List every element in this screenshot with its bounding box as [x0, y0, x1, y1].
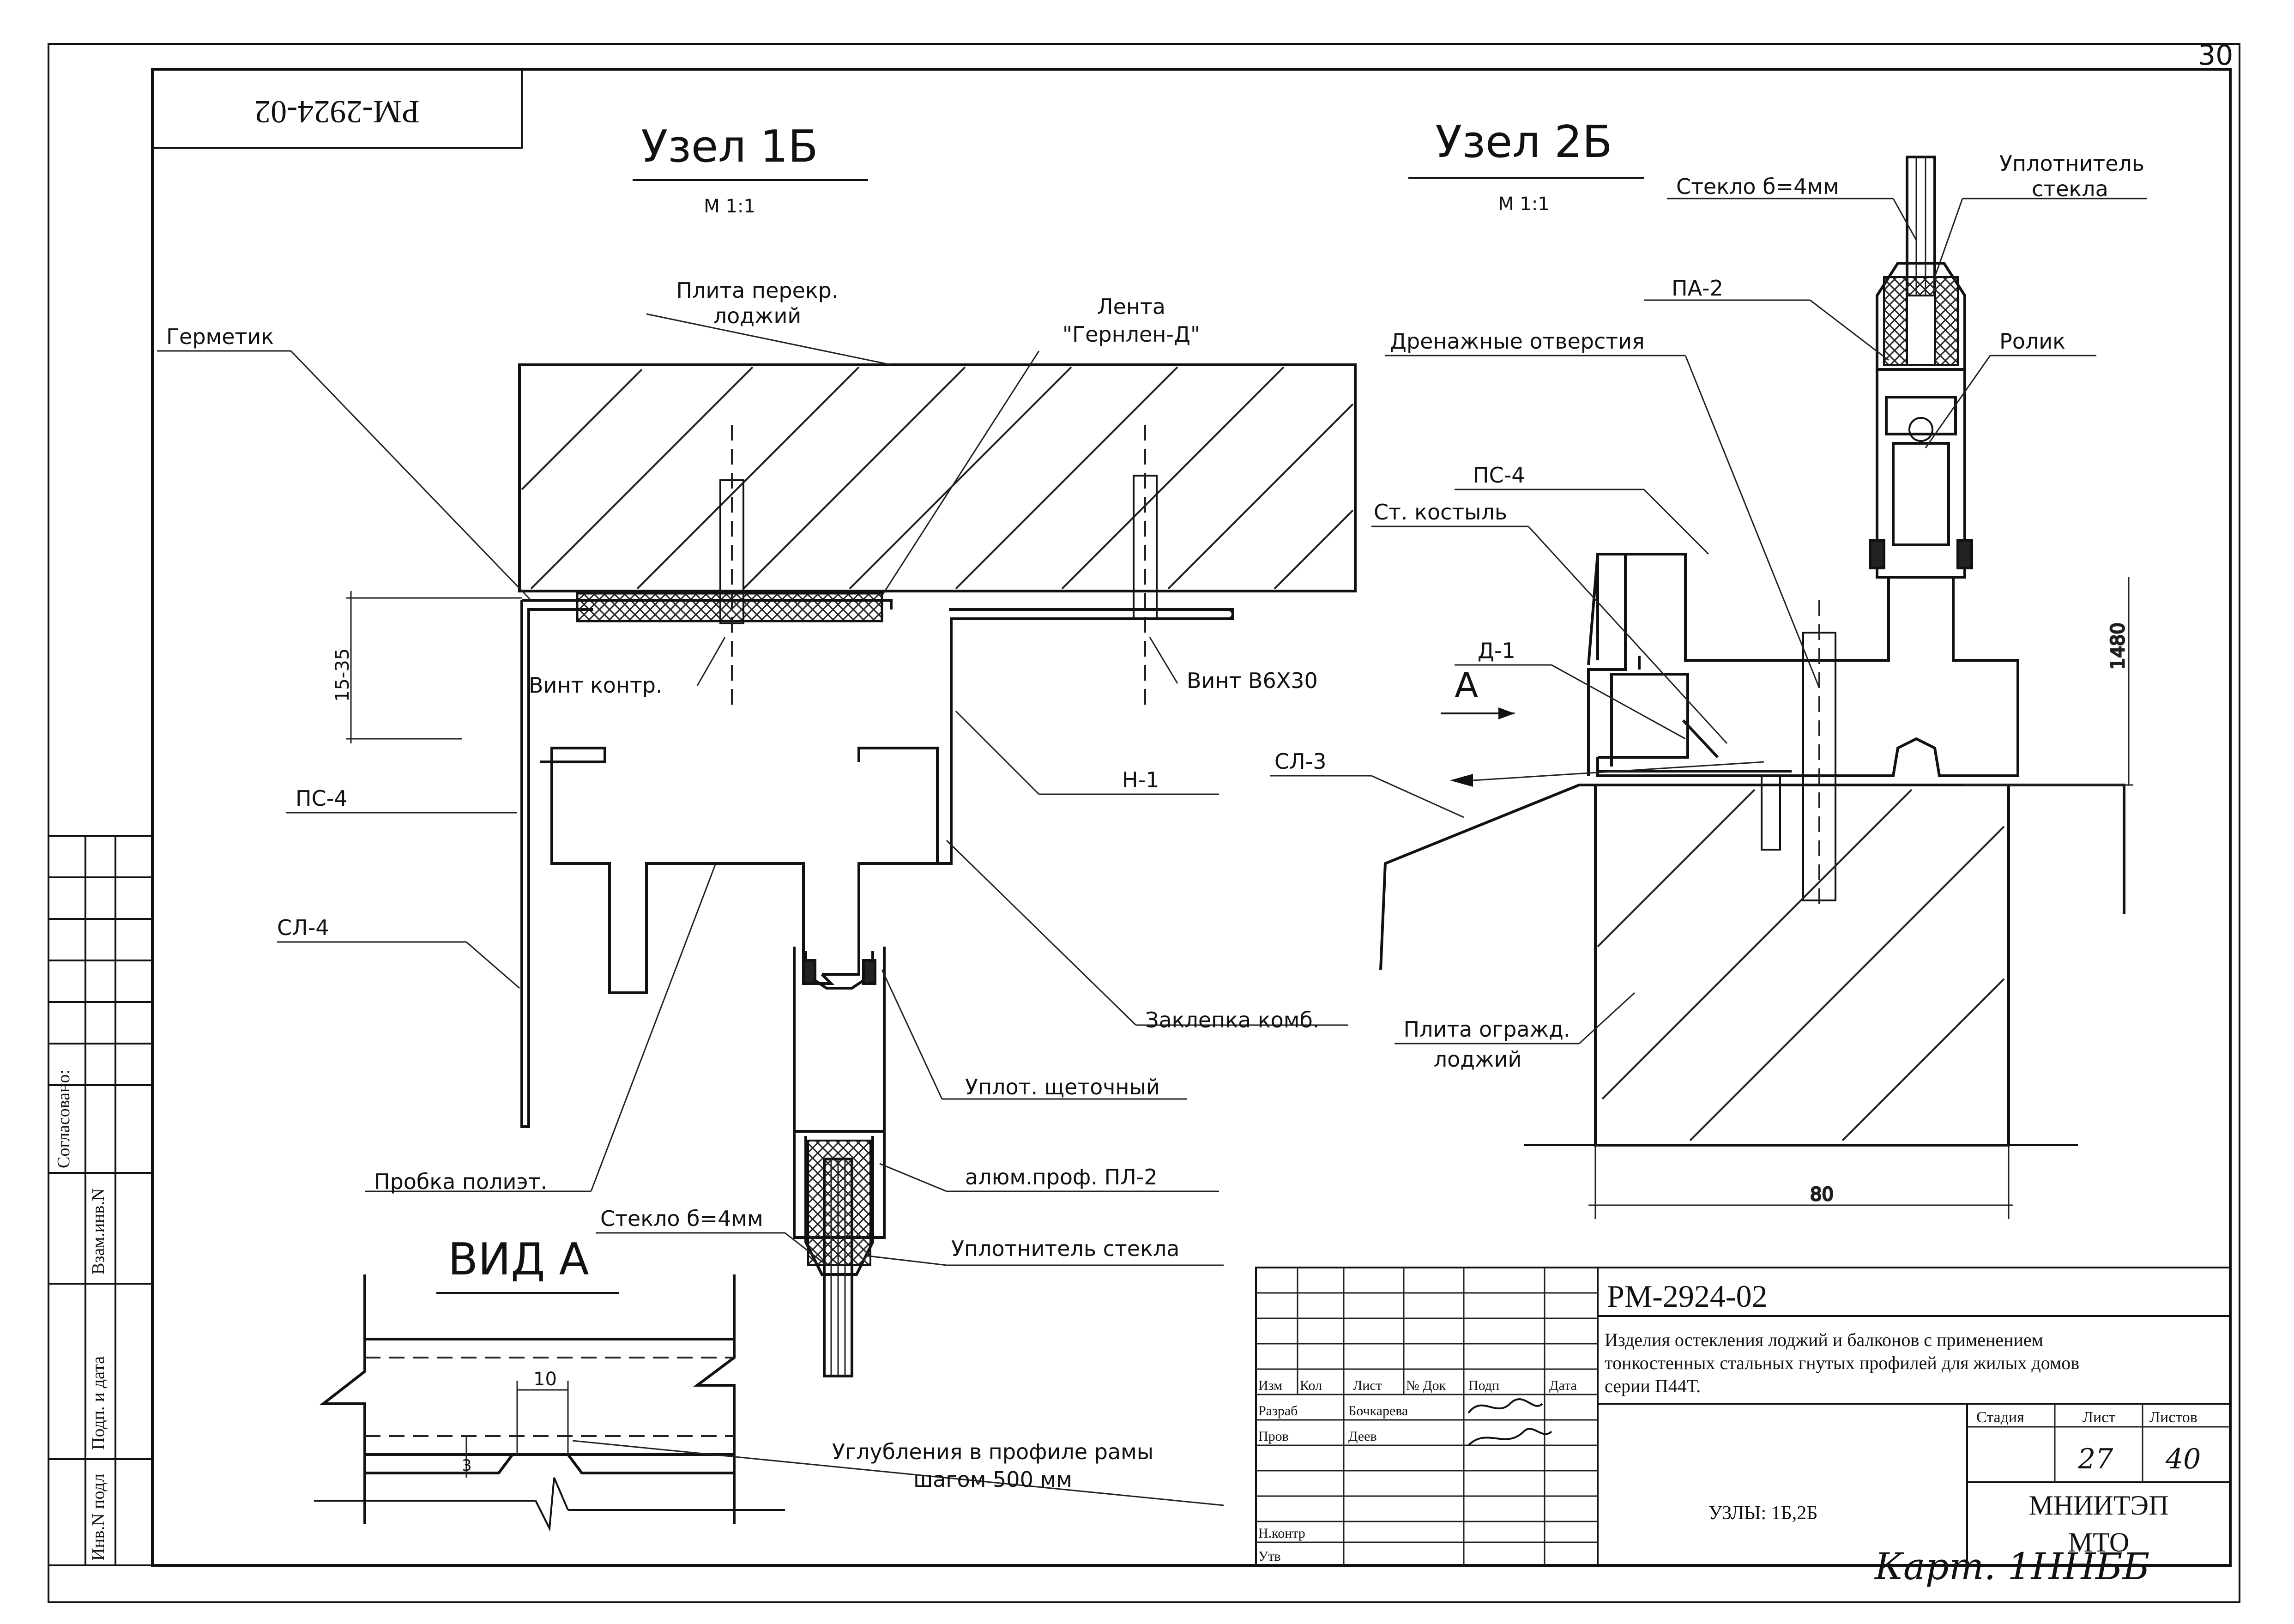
- sash-1b: [793, 947, 886, 1377]
- label-sl3: СЛ-3: [1274, 749, 1327, 774]
- sl3-flashing: [1379, 784, 2125, 970]
- label-fence: Плита огражд.: [1403, 1017, 1570, 1042]
- sash-2b: [1869, 156, 1973, 579]
- label-plate-2: лоджий: [713, 303, 802, 328]
- stamp-agreed: Согласовано:: [54, 1069, 73, 1168]
- label-glass-2b: Стекло б=4мм: [1676, 174, 1839, 199]
- label-brush-seal: Уплот. щеточный: [965, 1075, 1160, 1099]
- nkontr-label: Н.контр: [1258, 1526, 1305, 1541]
- prov-name: Деев: [1348, 1429, 1377, 1444]
- sheet-corner-number: 30: [2198, 39, 2233, 72]
- labels-2b: Стекло б=4мм Уплотнитель стекла ПА-2 Дре…: [1274, 151, 2144, 1072]
- label-d1: Д-1: [1478, 638, 1515, 663]
- label-n1: Н-1: [1122, 767, 1159, 792]
- node-1b-title-block: Узел 1Б М 1:1: [633, 121, 868, 217]
- label-roller: Ролик: [1999, 329, 2065, 354]
- utv-label: Утв: [1258, 1549, 1281, 1564]
- dim-10-label: 10: [533, 1369, 557, 1390]
- label-plug: Пробка полиэт.: [374, 1169, 547, 1194]
- node-2b-scale: М 1:1: [1498, 193, 1550, 215]
- stamp-code: РМ-2924-02: [254, 94, 420, 129]
- signature-1: [1467, 1398, 1543, 1414]
- title-desc-3: серии П44Т.: [1605, 1376, 1701, 1396]
- view-a-note: Углубления в профиле рамы: [832, 1439, 1153, 1464]
- label-glass-1b: Стекло б=4мм: [600, 1206, 763, 1231]
- stamp-inv-podl: Инв.N подл: [89, 1473, 108, 1561]
- labels-1b: Плита перекр. лоджий Лента "Гернлен-Д" Г…: [166, 278, 1319, 1261]
- label-glass-seal-1b: Уплотнитель стекла: [951, 1236, 1179, 1261]
- stamp-sign-date: Подп. и дата: [89, 1356, 108, 1450]
- slab-1b: [518, 363, 1357, 622]
- node-2b-title-block: Узел 2Б М 1:1: [1408, 117, 1644, 215]
- signature-2: [1467, 1428, 1552, 1446]
- dims-2b: 1480 80: [1588, 577, 2133, 1219]
- label-fence-2: лоджий: [1434, 1047, 1522, 1072]
- label-drain: Дренажные отверстия: [1390, 329, 1645, 354]
- inner-frame: [151, 68, 2232, 1567]
- view-a-note-2: шагом 500 мм: [913, 1467, 1072, 1492]
- hdr-izm: Изм: [1258, 1378, 1282, 1393]
- label-tape-2: "Гернлен-Д": [1062, 322, 1200, 347]
- hdr-doc: № Док: [1406, 1378, 1446, 1393]
- org-name-2: МТО: [2068, 1527, 2130, 1558]
- title-block: РМ-2924-02 Изделия остекления лоджий и б…: [1255, 1267, 2231, 1588]
- label-sealant: Герметик: [166, 324, 274, 349]
- sheet-label: Лист: [2083, 1409, 2115, 1426]
- stage-label: Стадия: [1976, 1409, 2024, 1426]
- bolts-2b: [1761, 600, 1836, 910]
- leaders-1b: [157, 313, 1348, 1266]
- view-a-arrow: А: [1441, 665, 1764, 787]
- drawing-name: УЗЛЫ: 1Б,2Б: [1708, 1503, 1817, 1524]
- frame-profile-1b: [520, 599, 1234, 1128]
- node-2b-title: Узел 2Б: [1435, 117, 1612, 168]
- title-desc-2: тонкостенных стальных гнутых профилей дл…: [1605, 1352, 2079, 1373]
- title-desc-1: Изделия остекления лоджий и балконов с п…: [1605, 1329, 2043, 1350]
- outer-frame: [48, 43, 2240, 1603]
- razrab-name: Бочкарева: [1348, 1403, 1408, 1419]
- label-glass-seal-2b-2: стекла: [2032, 176, 2108, 201]
- dim-15-35: 15-35: [332, 591, 522, 743]
- stamp-code-box: РМ-2924-02: [151, 68, 523, 149]
- label-ps4-1b: ПС-4: [296, 786, 348, 811]
- anchors-1b: [719, 425, 1158, 706]
- label-pa2: ПА-2: [1672, 276, 1723, 301]
- label-alu-profile: алюм.проф. ПЛ-2: [965, 1165, 1158, 1189]
- label-tape: Лента: [1097, 294, 1165, 319]
- dim-1480-label: 1480: [2107, 622, 2129, 670]
- view-a-title: ВИД А: [448, 1234, 589, 1285]
- frame-profile-2b: [1587, 553, 2019, 777]
- node-1b-scale: М 1:1: [704, 196, 755, 217]
- side-stamp: Согласовано: Взам.инв.N Подп. и дата Инв…: [48, 835, 153, 1566]
- label-screw-b6: Винт В6Х30: [1187, 668, 1318, 693]
- label-bracket: Ст. костыль: [1374, 500, 1507, 525]
- stamp-vzam-inv: Взам.инв.N: [89, 1189, 108, 1274]
- view-a-detail: ВИД А 10 3 Углубления в профиле рамы шаг…: [314, 1234, 1224, 1532]
- label-ps4-2b: ПС-4: [1473, 463, 1525, 488]
- sheet-value: 27: [2077, 1443, 2113, 1475]
- leaders-2b: [1270, 198, 2147, 1044]
- razrab-label: Разраб: [1258, 1403, 1298, 1419]
- label-sl4: СЛ-4: [277, 915, 329, 940]
- label-screw-contr: Винт контр.: [529, 673, 663, 698]
- hdr-kol: Кол: [1300, 1378, 1322, 1393]
- hdr-list: Лист: [1353, 1378, 1382, 1393]
- sheets-label: Листов: [2149, 1409, 2197, 1426]
- hdr-date: Дата: [1549, 1378, 1577, 1393]
- fence-slab-2b: [1524, 784, 2078, 1147]
- dim-3-label: 3: [462, 1456, 472, 1475]
- title-code: РМ-2924-02: [1607, 1279, 1768, 1314]
- hdr-sign: Подп: [1468, 1378, 1499, 1393]
- dim-15-35-label: 15-35: [332, 648, 353, 702]
- label-plate: Плита перекр.: [676, 278, 839, 303]
- org-name: МНИИТЭП: [2029, 1490, 2169, 1521]
- handwritten-note: Карт. 1ННББ: [1874, 1545, 2150, 1588]
- view-a-mark: А: [1455, 665, 1478, 706]
- label-glass-seal-2b: Уплотнитель: [1999, 151, 2144, 176]
- node-1b-title: Узел 1Б: [641, 121, 818, 172]
- sheets-value: 40: [2165, 1443, 2201, 1475]
- prov-label: Пров: [1258, 1429, 1289, 1444]
- dim-80-label: 80: [1810, 1184, 1834, 1205]
- label-rivet: Заклепка комб.: [1145, 1008, 1319, 1032]
